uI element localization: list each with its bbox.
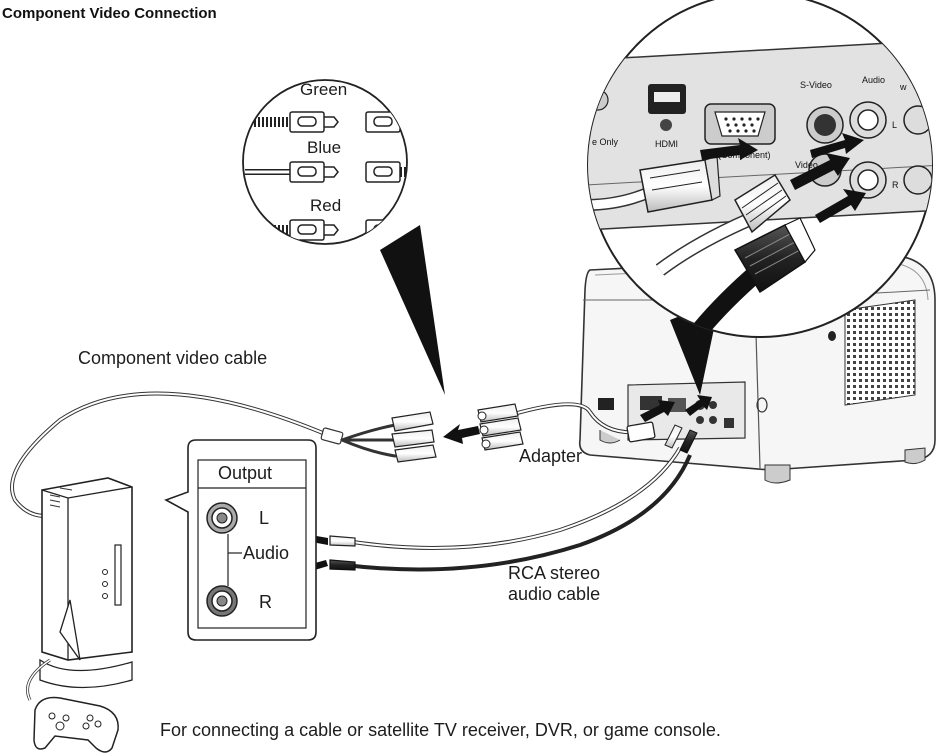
output-label-r: R — [259, 592, 272, 612]
game-controller-icon — [33, 696, 119, 753]
output-label-l: L — [259, 508, 270, 528]
rca-stereo-audio-cable-label: RCA stereo audio cable — [508, 563, 600, 605]
rca-plug-pair-blue — [245, 161, 407, 183]
port-label-l: L — [892, 120, 897, 130]
port-label-svideo: S-Video — [800, 80, 832, 90]
output-panel — [164, 439, 317, 641]
rca-plug-pair-green — [250, 111, 407, 133]
port-label-video: Video — [795, 160, 818, 170]
output-label-audio: Audio — [243, 543, 290, 563]
adapter-label: Adapter — [519, 446, 583, 466]
adapter-cable — [477, 402, 656, 451]
page-title: Component Video Connection — [2, 5, 217, 22]
set-top-box-icon — [39, 477, 133, 689]
port-label-hdmi: HDMI — [655, 139, 678, 149]
caption: For connecting a cable or satellite TV r… — [160, 720, 721, 740]
color-callout — [242, 79, 445, 395]
output-panel-title: Output — [218, 463, 273, 483]
callout-label-blue: Blue — [307, 138, 342, 157]
port-label-r: R — [892, 180, 899, 190]
component-video-cable — [10, 391, 437, 518]
component-video-cable-label: Component video cable — [78, 348, 268, 368]
port-label-audio: Audio — [862, 75, 885, 85]
rca-jack-icon — [206, 502, 238, 617]
rca-label-line-1: RCA stereo — [508, 563, 601, 583]
rca-stereo-audio-cable — [329, 424, 698, 572]
callout-label-green: Green — [300, 80, 348, 99]
port-label-w: w — [899, 82, 907, 92]
port-zoom-callout: S-Video Audio HDMI (Component) Video e O… — [587, 0, 933, 395]
rca-label-line-2: audio cable — [508, 584, 601, 604]
port-label-only: e Only — [592, 137, 619, 147]
callout-label-red: Red — [310, 196, 342, 215]
